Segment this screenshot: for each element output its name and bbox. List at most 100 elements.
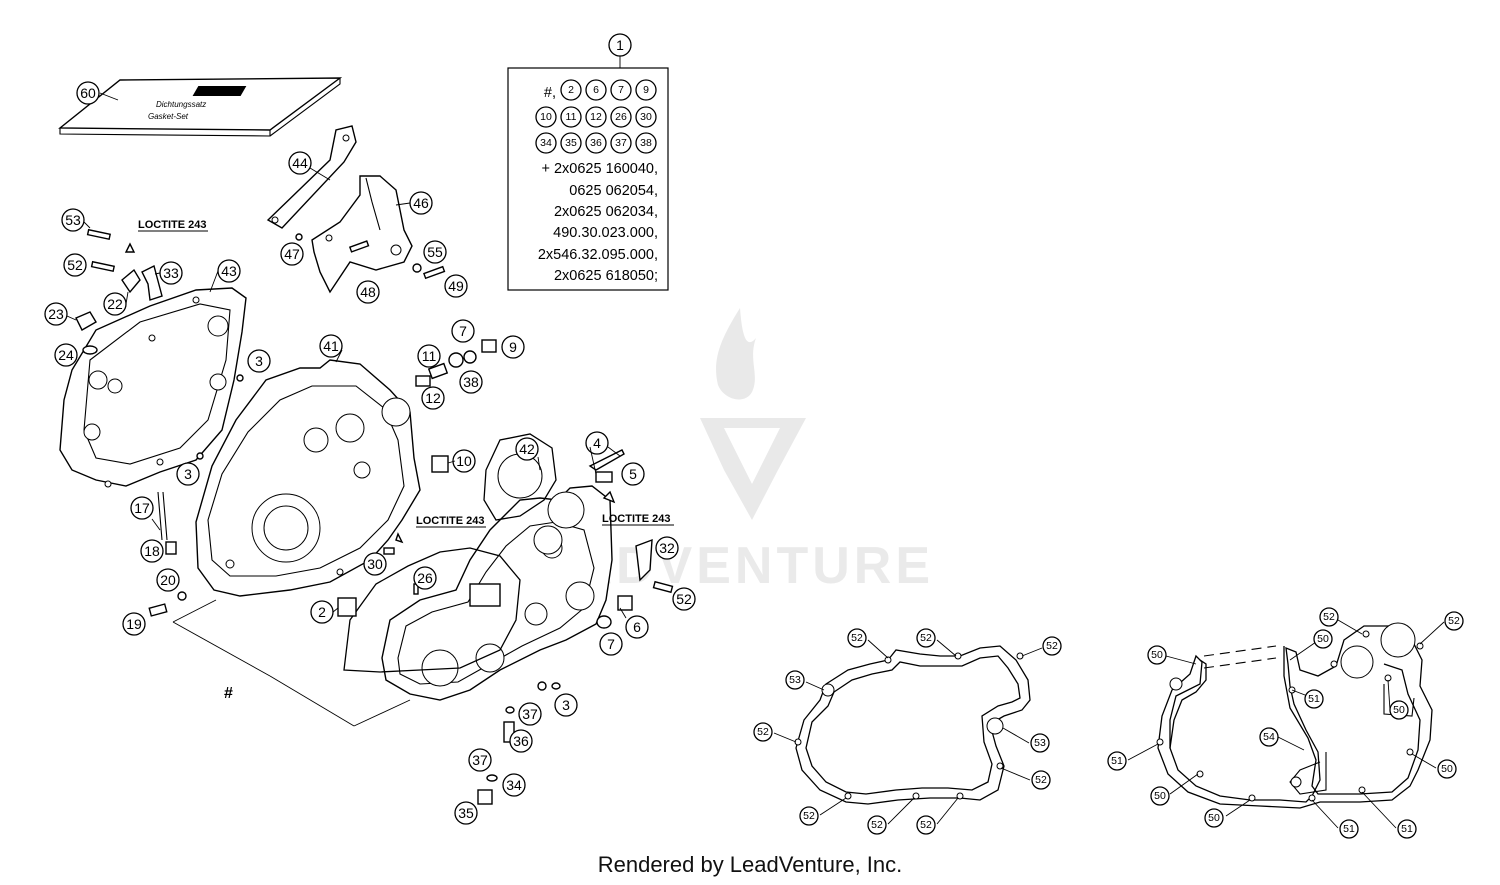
callout-5: 5: [621, 462, 645, 486]
callout-60: 60: [76, 81, 100, 105]
svg-text:17: 17: [134, 500, 150, 516]
callout-44: 44: [288, 151, 312, 175]
kit-line-7: 2x0625 618050;: [554, 268, 658, 284]
callout-19: 19: [122, 612, 146, 636]
svg-text:53: 53: [65, 212, 81, 228]
center-gaskets: [343, 433, 563, 673]
svg-text:51: 51: [1308, 693, 1320, 705]
kit-line-6: 2x546.32.095.000,: [538, 247, 658, 263]
svg-text:51: 51: [1401, 823, 1413, 835]
svg-text:52: 52: [851, 632, 863, 644]
crankcase-left: [195, 359, 421, 597]
callout-g52-bottom-mid: 52: [867, 815, 887, 835]
svg-text:23: 23: [48, 306, 64, 322]
callout-1: 1: [608, 33, 632, 57]
gasket-kit-box: #, 2 6 7 9 10 11 12 26 30 34 35 36 37 38…: [507, 56, 669, 291]
callout-3c: 3: [554, 693, 578, 717]
svg-text:11: 11: [422, 348, 437, 364]
callout-g52-top-left: 52: [847, 628, 867, 648]
svg-text:38: 38: [640, 137, 652, 149]
svg-text:50: 50: [1208, 812, 1220, 824]
callout-49: 49: [444, 274, 468, 298]
callout-52: 52: [63, 253, 87, 277]
callout-g53-left: 53: [785, 670, 805, 690]
svg-text:10: 10: [540, 111, 552, 123]
callout-23: 23: [44, 302, 68, 326]
gasket-right: 52 50 52 50 51 50 54 51 50 50 51 51 50: [1107, 607, 1464, 839]
callout-h50-bottom: 50: [1204, 808, 1224, 828]
svg-text:50: 50: [1441, 763, 1453, 775]
gasket-set-label-2: Gasket-Set: [148, 112, 189, 121]
callout-35: 35: [454, 801, 478, 825]
callout-55: 55: [423, 240, 447, 264]
svg-text:34: 34: [506, 777, 522, 793]
svg-text:24: 24: [58, 347, 74, 363]
assembly-bracket: #: [172, 599, 411, 727]
callout-10: 10: [452, 449, 476, 473]
svg-text:52: 52: [1035, 774, 1047, 786]
main-leaders: [66, 92, 627, 619]
gasket-set-card: Dichtungssatz Gasket-Set: [58, 77, 343, 137]
callout-g52-left: 52: [753, 722, 773, 742]
callout-h50-top-left: 50: [1147, 645, 1167, 665]
callout-32: 32: [655, 536, 679, 560]
svg-text:50: 50: [1154, 790, 1166, 802]
svg-text:52: 52: [757, 726, 769, 738]
svg-text:9: 9: [643, 84, 649, 96]
loctite-label-2: LOCTITE 243: [416, 515, 484, 527]
callout-h51-bottom-mid: 51: [1339, 819, 1359, 839]
svg-text:4: 4: [593, 435, 601, 451]
svg-text:52: 52: [676, 591, 692, 607]
svg-text:12: 12: [590, 111, 602, 123]
callout-20: 20: [156, 568, 180, 592]
svg-text:1: 1: [616, 37, 624, 53]
svg-text:10: 10: [456, 453, 472, 469]
kit-line-2: + 2x0625 160040,: [541, 161, 658, 177]
svg-text:36: 36: [513, 733, 529, 749]
callout-30: 30: [363, 552, 387, 576]
callout-37a: 37: [518, 702, 542, 726]
svg-text:11: 11: [566, 111, 577, 123]
callout-h54: 54: [1259, 727, 1279, 747]
svg-text:7: 7: [618, 84, 624, 96]
callout-7b: 7: [599, 632, 623, 656]
callout-g52-bottom-right: 52: [916, 815, 936, 835]
svg-text:50: 50: [1151, 649, 1163, 661]
callout-h50-top-mid: 50: [1313, 629, 1333, 649]
svg-text:36: 36: [590, 137, 602, 149]
callout-47: 47: [280, 242, 304, 266]
svg-text:3: 3: [255, 353, 263, 369]
svg-text:30: 30: [367, 556, 383, 572]
svg-text:46: 46: [413, 195, 429, 211]
callout-53: 53: [61, 208, 85, 232]
loctite-label-1: LOCTITE 243: [138, 219, 206, 231]
svg-text:37: 37: [472, 752, 488, 768]
svg-text:42: 42: [519, 441, 535, 457]
callout-g52-top-right: 52: [1042, 636, 1062, 656]
callout-12: 12: [421, 386, 445, 410]
callout-42: 42: [515, 437, 539, 461]
callout-3b: 3: [176, 462, 200, 486]
svg-text:50: 50: [1317, 633, 1329, 645]
svg-text:49: 49: [448, 278, 464, 294]
svg-text:26: 26: [615, 111, 627, 123]
svg-text:12: 12: [425, 390, 441, 406]
svg-text:37: 37: [615, 137, 627, 149]
svg-text:22: 22: [107, 296, 123, 312]
svg-text:37: 37: [522, 706, 538, 722]
callout-g52-right: 52: [1031, 770, 1051, 790]
svg-text:2: 2: [318, 604, 326, 620]
svg-text:32: 32: [659, 540, 675, 556]
svg-text:6: 6: [633, 619, 641, 635]
callout-h52-top: 52: [1319, 607, 1339, 627]
gasket-left: 52 52 52 53 52 53 52 52 52 52: [753, 628, 1062, 835]
callout-48: 48: [356, 280, 380, 304]
kit-hash: #,: [544, 85, 556, 101]
callout-3a: 3: [247, 349, 271, 373]
svg-text:26: 26: [417, 570, 433, 586]
svg-text:3: 3: [184, 466, 192, 482]
svg-text:52: 52: [67, 257, 83, 273]
callout-18: 18: [140, 539, 164, 563]
kit-line-4: 2x0625 062034,: [554, 204, 658, 220]
callout-17: 17: [130, 496, 154, 520]
